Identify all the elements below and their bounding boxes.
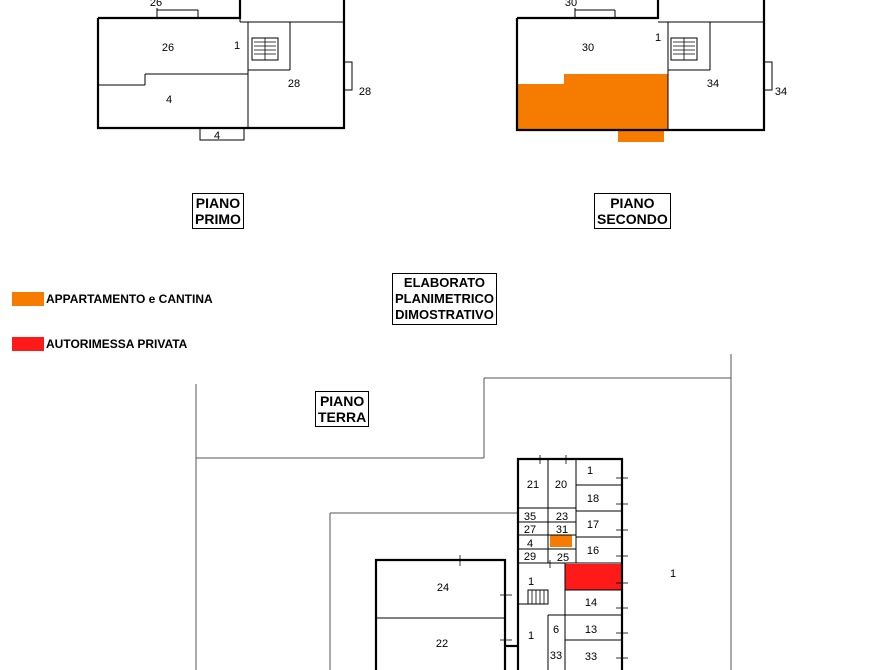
room-number: 26 (150, 0, 162, 9)
room-number: 16 (587, 545, 599, 557)
room-number: 1 (587, 465, 593, 477)
room-number: 35 (524, 511, 536, 523)
room-number: 28 (288, 78, 300, 90)
room-number: 31 (556, 524, 568, 536)
room-number: 22 (436, 638, 448, 650)
label-line: PRIMO (195, 211, 241, 227)
room-number: 1 (670, 568, 676, 580)
plan-piano-terra (195, 354, 732, 670)
title-line: DIMOSTRATIVO (395, 307, 494, 322)
room-number: 24 (437, 582, 449, 594)
room-number: 6 (553, 624, 559, 636)
legend-label: APPARTAMENTO e CANTINA (46, 292, 213, 306)
label-line: SECONDO (597, 211, 668, 227)
legend-garage: AUTORIMESSA PRIVATA (12, 337, 187, 351)
title-line: ELABORATO (403, 275, 486, 290)
garage-area-terra (565, 564, 623, 590)
plan-piano-primo (96, 0, 353, 141)
title-line: PLANIMETRICO (395, 291, 494, 306)
room-number: 1 (234, 40, 240, 52)
room-number: 30 (565, 0, 577, 9)
room-number: 29 (524, 551, 536, 563)
room-number: 1 (528, 576, 534, 588)
label-piano-terra: PIANO TERRA (315, 391, 370, 427)
room-number: 23 (556, 511, 568, 523)
room-number: 33 (585, 651, 597, 663)
room-number: 18 (587, 493, 599, 505)
room-number: 34 (707, 78, 719, 90)
legend-apartment: APPARTAMENTO e CANTINA (12, 292, 213, 306)
room-number: 4 (166, 94, 172, 106)
legend-label: AUTORIMESSA PRIVATA (46, 337, 188, 351)
apartment-area-terra (550, 535, 572, 547)
room-number: 26 (162, 42, 174, 54)
plan-title: ELABORATO PLANIMETRICO DIMOSTRATIVO (392, 273, 497, 325)
cellar-area-secondo (618, 128, 664, 142)
room-number: 28 (359, 86, 371, 98)
apartment-area-secondo (517, 74, 668, 130)
room-number: 1 (655, 32, 661, 44)
room-number: 4 (214, 130, 220, 142)
room-number: 30 (582, 42, 594, 54)
room-number: 21 (527, 479, 539, 491)
room-number: 14 (585, 597, 597, 609)
label-line: PIANO (195, 195, 241, 211)
room-number: 34 (775, 86, 787, 98)
room-number: 1 (528, 630, 534, 642)
plan-piano-secondo (515, 0, 773, 142)
room-number: 27 (524, 524, 536, 536)
room-numbers: 26 26 1 4 28 28 4 30 30 1 34 34 1 21 20 … (150, 0, 787, 663)
label-piano-primo: PIANO PRIMO (192, 193, 244, 229)
room-number: 25 (557, 552, 569, 564)
room-number: 33 (550, 650, 562, 662)
room-number: 13 (585, 624, 597, 636)
room-number: 4 (527, 538, 533, 550)
label-line: PIANO (610, 195, 655, 211)
room-number: 20 (555, 479, 567, 491)
legend-swatch-red (12, 337, 44, 351)
label-line: TERRA (318, 409, 367, 425)
label-line: PIANO (319, 393, 365, 409)
label-piano-secondo: PIANO SECONDO (594, 193, 671, 229)
legend-swatch-orange (12, 292, 44, 306)
room-number: 17 (587, 519, 599, 531)
